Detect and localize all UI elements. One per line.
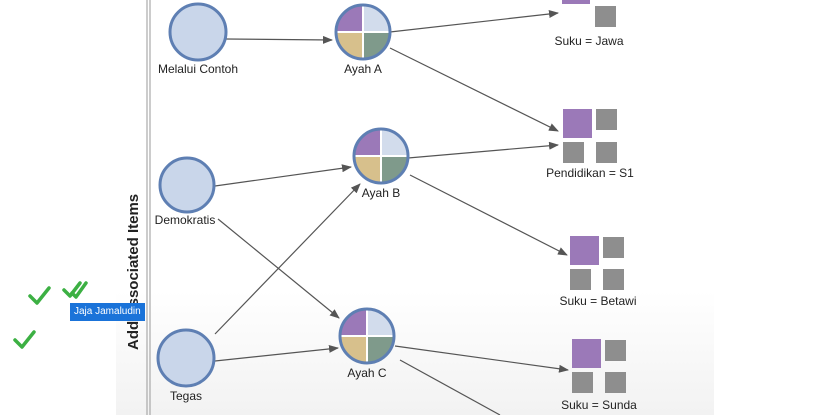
edge-melalui-contoh-ayah-a bbox=[225, 35, 333, 44]
edge-ayah-c-suku-sunda bbox=[394, 345, 569, 373]
node-label-melalui-contoh: Melalui Contoh bbox=[158, 62, 238, 76]
user-name-tooltip: Jaja Jamaludin bbox=[70, 303, 145, 321]
node-label-suku-sunda: Suku = Sunda bbox=[561, 398, 637, 412]
edge-ayah-a-suku-jawa bbox=[389, 10, 559, 33]
node-label-ayah-b: Ayah B bbox=[362, 186, 400, 200]
left-dark-margin bbox=[0, 0, 116, 415]
vertical-panel-title: Add Associated Items bbox=[125, 194, 142, 350]
node-suku-betawi[interactable] bbox=[570, 236, 624, 290]
node-suku-sunda[interactable] bbox=[572, 339, 626, 393]
edge-ayah-c-offscreen bbox=[399, 359, 501, 415]
node-label-suku-betawi: Suku = Betawi bbox=[559, 294, 636, 308]
node-tegas[interactable] bbox=[156, 328, 216, 388]
check-icon bbox=[13, 330, 36, 349]
node-demokratis[interactable] bbox=[158, 156, 216, 214]
node-label-tegas: Tegas bbox=[170, 389, 202, 403]
node-label-demokratis: Demokratis bbox=[155, 213, 216, 227]
edge-demokratis-ayah-b bbox=[214, 164, 352, 187]
edges bbox=[214, 10, 569, 415]
double-check-icon bbox=[62, 281, 88, 299]
node-melalui-contoh[interactable] bbox=[168, 2, 228, 62]
edge-ayah-a-pendidikan-s1 bbox=[389, 47, 559, 132]
node-pendidikan-s1[interactable] bbox=[563, 109, 617, 163]
node-label-ayah-c: Ayah C bbox=[347, 366, 386, 380]
node-label-pendidikan-s1: Pendidikan = S1 bbox=[546, 166, 634, 180]
check-icon bbox=[28, 286, 51, 305]
node-ayah-c[interactable] bbox=[338, 307, 396, 365]
node-label-ayah-a: Ayah A bbox=[344, 62, 382, 76]
node-ayah-a[interactable] bbox=[334, 3, 392, 61]
edge-tegas-ayah-c bbox=[214, 344, 339, 362]
edge-ayah-b-suku-betawi bbox=[409, 174, 568, 256]
node-suku-jawa[interactable] bbox=[562, 0, 616, 27]
edge-ayah-b-pendidikan-s1 bbox=[407, 141, 559, 159]
edge-tegas-ayah-b bbox=[214, 183, 361, 335]
node-label-suku-jawa: Suku = Jawa bbox=[554, 34, 623, 48]
node-ayah-b[interactable] bbox=[352, 127, 410, 185]
